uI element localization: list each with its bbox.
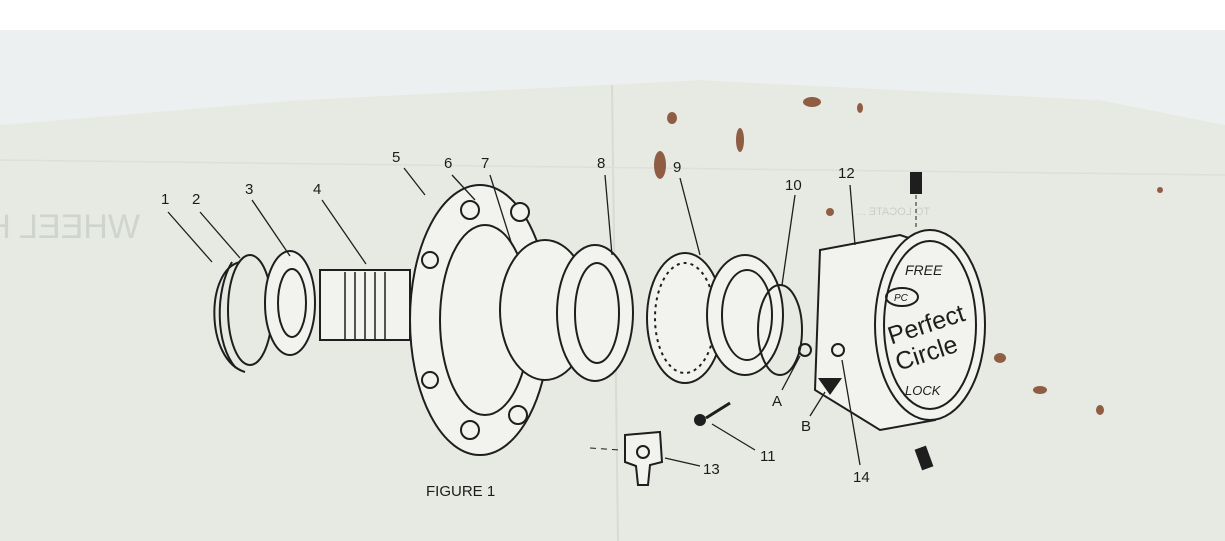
part-label-3: 3: [245, 181, 253, 198]
hub-cap-face: [874, 229, 986, 421]
part-label-12: 12: [838, 165, 855, 182]
part-label-10: 10: [785, 177, 802, 194]
part-label-11: 11: [760, 448, 776, 465]
point-label-b: B: [801, 418, 811, 435]
part-label-8: 8: [597, 155, 605, 172]
show-through-text: WHEEL HUB TO LOCATE ...: [0, 206, 930, 246]
part-label-1: 1: [161, 191, 169, 208]
part-label-7: 7: [481, 155, 489, 172]
svg-text:TO LOCATE ...: TO LOCATE ...: [856, 206, 930, 218]
screw-11: [694, 414, 706, 426]
part-label-4: 4: [313, 181, 321, 198]
part-label-9: 9: [673, 159, 681, 176]
point-label-a: A: [772, 393, 782, 410]
leader-lines: [167, 167, 861, 467]
retaining-ring: [757, 284, 803, 376]
part-label-13: 13: [703, 461, 720, 478]
bottom-screw: [914, 445, 934, 471]
top-screw: [910, 172, 922, 194]
figure-caption: FIGURE 1: [426, 483, 495, 500]
clutch-ring: [556, 244, 634, 382]
svg-text:FREE: FREE: [905, 262, 943, 278]
background-wall: [0, 30, 1225, 125]
rust-stains: [654, 97, 1163, 415]
svg-text:PC: PC: [894, 293, 909, 304]
exploded-hub-drawing: [213, 172, 986, 486]
svg-text:WHEEL HUB: WHEEL HUB: [0, 208, 140, 246]
part-labels: 1 2 3 4 5 6 7 8 9 10 11 12 13 14 A B FIG…: [161, 149, 870, 500]
part-label-5: 5: [392, 149, 400, 166]
inner-drive-gear: [706, 254, 784, 376]
part-label-6: 6: [444, 155, 452, 172]
svg-text:LOCK: LOCK: [905, 383, 942, 398]
part-label-2: 2: [192, 191, 200, 208]
part-label-14: 14: [853, 469, 870, 486]
lock-nut: [264, 250, 316, 356]
